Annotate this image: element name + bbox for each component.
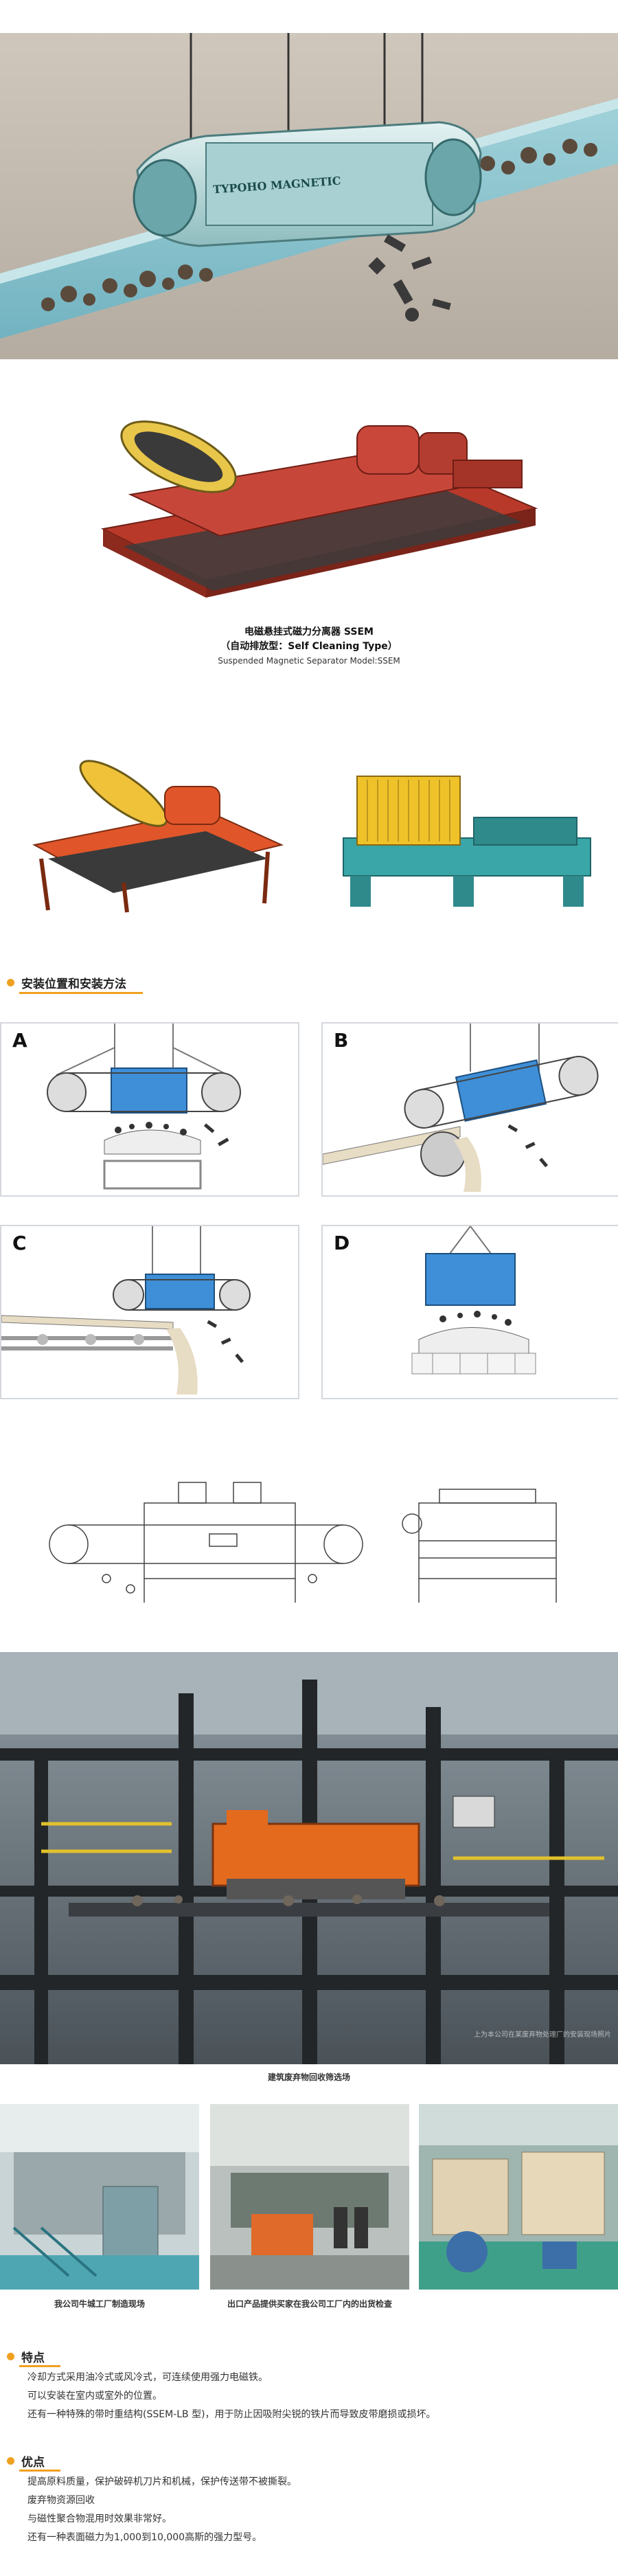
site-photo-main: 上为本公司在某废弃物处理厂的安装现场照片 xyxy=(0,1652,618,2064)
installation-heading-text: 安装位置和安装方法 xyxy=(21,978,126,991)
factory-photo-caption-2: 出口产品提供买家在我公司工厂内的出货检查 xyxy=(227,2299,392,2309)
advantage-line: 废弃物资源回收 xyxy=(27,2495,95,2506)
factory-photo-3 xyxy=(419,2104,618,2290)
features-heading-text: 特点 xyxy=(21,2351,45,2365)
bullet-dot-icon xyxy=(7,979,14,986)
install-panel-d: D xyxy=(321,1225,618,1399)
product-machine-image xyxy=(82,392,549,598)
technical-drawing-side-view xyxy=(41,1476,371,1613)
bullet-dot-icon xyxy=(7,2457,14,2465)
feature-line: 冷却方式采用油冷式或风冷式，可连续使用强力电磁铁。 xyxy=(27,2372,268,2383)
advantages-heading-text: 优点 xyxy=(21,2456,45,2470)
variant-teal-machine-image xyxy=(336,762,597,914)
install-panel-b: B xyxy=(321,1022,618,1197)
advantage-line: 与磁性聚合物混用时效果非常好。 xyxy=(27,2513,172,2524)
advantage-line: 提高原料质量，保护破碎机刀片和机械，保护传送带不被撕裂。 xyxy=(27,2476,297,2487)
factory-photo-2 xyxy=(210,2104,409,2290)
advantages-heading-underline xyxy=(19,2470,60,2472)
panel-label-d: D xyxy=(334,1232,350,1254)
factory-photo-caption-1: 我公司牛城工厂制造现场 xyxy=(54,2299,145,2309)
site-photo-main-caption: 建筑废弃物回收筛选场 xyxy=(267,2072,350,2082)
features-heading-underline xyxy=(19,2365,60,2367)
product-title-cn-sub: （自动排放型：Self Cleaning Type） xyxy=(220,641,398,652)
panel-label-a: A xyxy=(12,1029,27,1052)
photo-watermark-text: 上为本公司在某废弃物处理厂的安装现场照片 xyxy=(474,2031,611,2039)
install-panel-a: A xyxy=(0,1022,299,1197)
factory-photo-1 xyxy=(0,2104,199,2290)
features-list: 冷却方式采用油冷式或风冷式，可连续使用强力电磁铁。 可以安装在室内或室外的位置。… xyxy=(27,2369,604,2424)
panel-label-b: B xyxy=(334,1029,349,1052)
product-title-cn: 电磁悬挂式磁力分离器 SSEM xyxy=(244,626,374,637)
bullet-dot-icon xyxy=(7,2353,14,2360)
install-panel-c: C xyxy=(0,1225,299,1399)
variant-orange-machine-image xyxy=(27,756,288,914)
technical-drawing-end-view xyxy=(391,1476,584,1613)
installation-heading: 安装位置和安装方法 xyxy=(7,974,126,991)
feature-line: 还有一种特殊的带时重结构(SSEM-LB 型)，用于防止因吸附尖锐的铁片而导致皮… xyxy=(27,2409,436,2420)
panel-label-c: C xyxy=(12,1232,27,1254)
hero-image: TYPOHO MAGNETIC xyxy=(0,33,618,359)
advantage-line: 还有一种表面磁力为1,000到10,000高斯的强力型号。 xyxy=(27,2532,262,2543)
product-title-en: Suspended Magnetic Separator Model:SSEM xyxy=(218,656,400,666)
feature-line: 可以安装在室内或室外的位置。 xyxy=(27,2391,162,2402)
installation-heading-underline xyxy=(19,992,143,994)
features-heading: 特点 xyxy=(7,2348,45,2365)
advantages-list: 提高原料质量，保护破碎机刀片和机械，保护传送带不被撕裂。 废弃物资源回收 与磁性… xyxy=(27,2473,604,2547)
advantages-heading: 优点 xyxy=(7,2452,45,2470)
